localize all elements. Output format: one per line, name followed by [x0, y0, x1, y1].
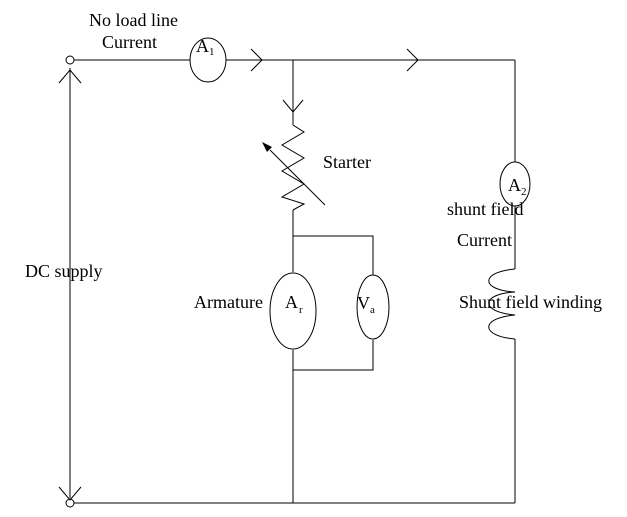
label-starter: Starter [323, 152, 371, 172]
shunt-field-coil-icon [488, 268, 516, 340]
ammeter-ar: A r [269, 272, 317, 350]
top-terminal-icon [65, 55, 75, 65]
label-armature: Armature [194, 292, 263, 312]
arrow-down-icon [282, 99, 304, 113]
voltmeter-va-sub: a [370, 304, 375, 316]
ammeter-a2-sub: 2 [521, 186, 527, 198]
label-no-load-line: No load line [89, 10, 178, 30]
label-dc-supply: DC supply [25, 261, 103, 281]
starter-resistor-icon [262, 124, 326, 211]
arrow-down-icon [58, 486, 82, 501]
ammeter-a2-letter: A [508, 175, 521, 195]
voltmeter-loop-top [293, 235, 374, 275]
arrow-right-icon [406, 48, 419, 72]
label-current-shunt: Current [457, 230, 512, 250]
current-arrows [58, 48, 419, 501]
label-shunt-field: shunt field [447, 199, 524, 219]
ammeter-ar-letter: A [285, 292, 298, 312]
ammeter-ar-sub: r [299, 304, 303, 316]
voltmeter-va-letter: V [357, 293, 370, 313]
arrow-up-icon [58, 69, 82, 84]
label-current-top: Current [102, 32, 157, 52]
voltmeter-loop-bottom [293, 340, 374, 371]
bottom-terminal-icon [65, 498, 75, 508]
arrow-right-icon [250, 48, 263, 72]
ammeter-a2: A 2 [499, 161, 531, 207]
wires [69, 59, 516, 504]
ammeter-a1-letter: A [196, 36, 209, 56]
ammeter-a1-sub: 1 [209, 46, 215, 58]
ammeter-a1: A 1 [189, 36, 227, 83]
label-shunt-field-winding: Shunt field winding [459, 292, 602, 312]
voltmeter-va: V a [356, 274, 390, 340]
